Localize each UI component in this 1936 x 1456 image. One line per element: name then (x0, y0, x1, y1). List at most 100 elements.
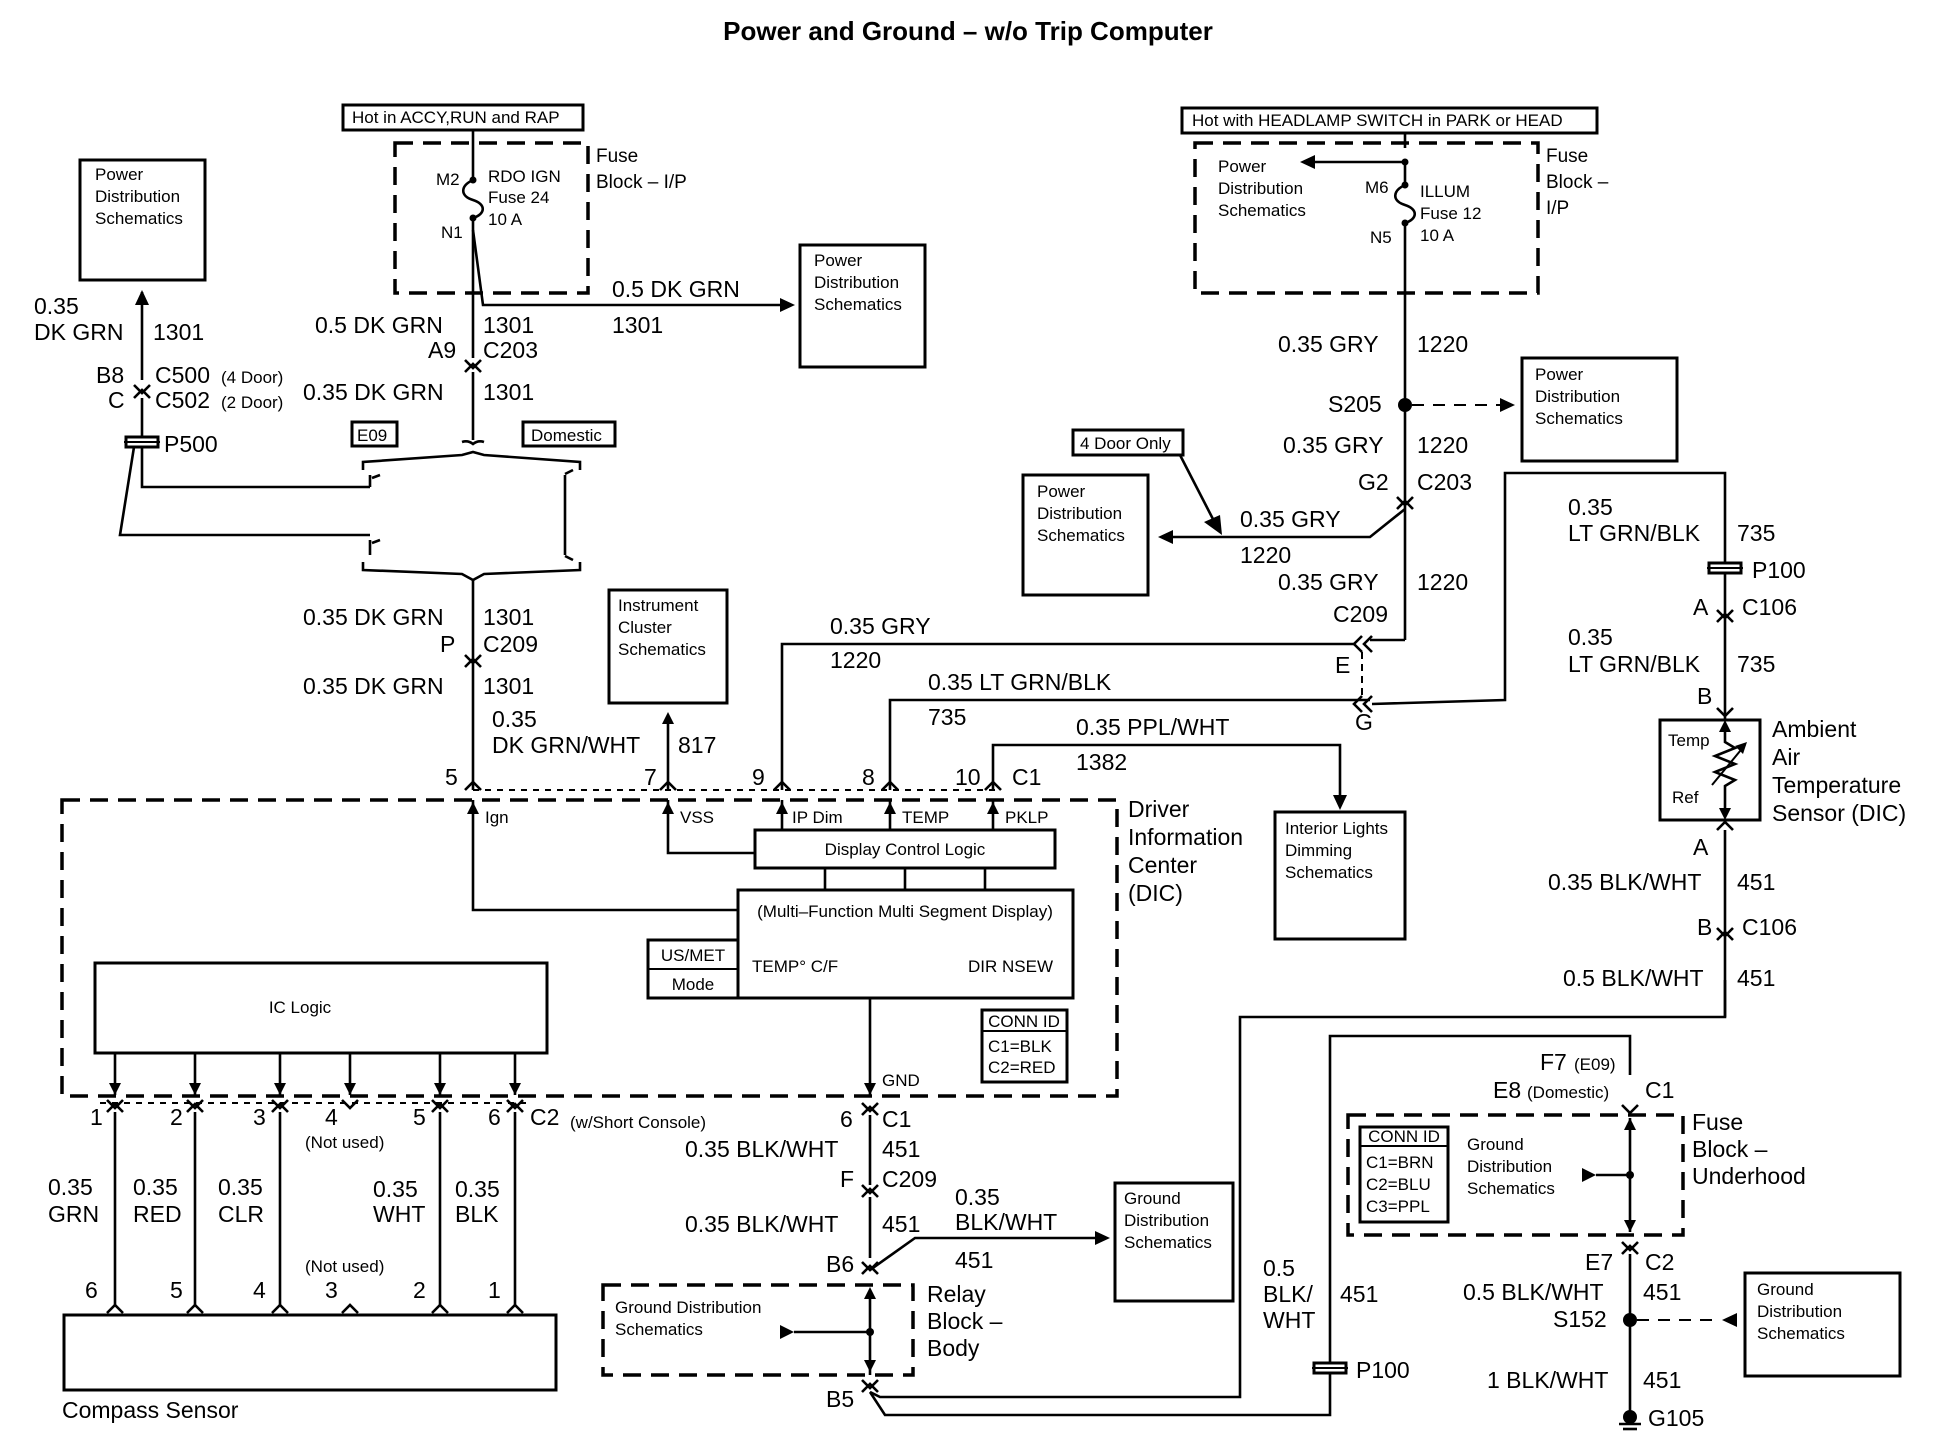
svg-text:Interior Lights: Interior Lights (1285, 819, 1388, 838)
svg-text:Distribution: Distribution (814, 273, 899, 292)
svg-text:A: A (1693, 594, 1709, 620)
svg-text:Power: Power (1218, 157, 1267, 176)
svg-text:B: B (1697, 914, 1712, 940)
svg-text:(Not used): (Not used) (305, 1133, 384, 1152)
svg-text:Ground: Ground (1467, 1135, 1524, 1154)
svg-text:B6: B6 (826, 1251, 854, 1277)
svg-text:S152: S152 (1553, 1306, 1607, 1332)
ambient-air-temp-sensor (1658, 718, 1762, 822)
svg-text:Ground Distribution: Ground Distribution (615, 1298, 761, 1317)
svg-text:1301: 1301 (483, 379, 534, 405)
svg-text:0.35: 0.35 (218, 1174, 263, 1200)
svg-text:(Domestic): (Domestic) (1527, 1083, 1609, 1102)
svg-text:C2: C2 (530, 1104, 559, 1130)
fuse-block-ip-right (1193, 141, 1540, 295)
svg-text:Power: Power (814, 251, 863, 270)
svg-text:Cluster: Cluster (618, 618, 672, 637)
svg-text:4: 4 (325, 1104, 338, 1130)
svg-text:(4 Door): (4 Door) (221, 368, 283, 387)
svg-text:BLK/: BLK/ (1263, 1281, 1313, 1307)
svg-text:Distribution: Distribution (1218, 179, 1303, 198)
svg-text:Schematics: Schematics (1218, 201, 1306, 220)
svg-text:Distribution: Distribution (95, 187, 180, 206)
svg-text:0.35: 0.35 (133, 1174, 178, 1200)
svg-text:451: 451 (1737, 869, 1775, 895)
power-dist-box-center: Power Distribution Schematics (1021, 473, 1150, 597)
svg-text:C209: C209 (882, 1166, 937, 1192)
svg-text:C209: C209 (1333, 601, 1388, 627)
svg-text:0.35 GRY: 0.35 GRY (830, 613, 931, 639)
p100-connector-bottom (1312, 1361, 1348, 1375)
svg-text:0.5 DK GRN: 0.5 DK GRN (612, 276, 740, 302)
svg-text:1301: 1301 (483, 312, 534, 338)
svg-text:WHT: WHT (373, 1201, 425, 1227)
svg-text:0.35 GRY: 0.35 GRY (1278, 331, 1379, 357)
svg-text:Dimming: Dimming (1285, 841, 1352, 860)
svg-text:Power: Power (1535, 365, 1584, 384)
svg-text:LT GRN/BLK: LT GRN/BLK (1568, 520, 1701, 546)
svg-text:GRN: GRN (48, 1201, 99, 1227)
svg-text:Fuse 24: Fuse 24 (488, 188, 549, 207)
svg-text:0.35: 0.35 (34, 293, 79, 319)
svg-text:Ref: Ref (1672, 788, 1699, 807)
svg-text:451: 451 (1737, 965, 1775, 991)
svg-text:0.35 GRY: 0.35 GRY (1278, 569, 1379, 595)
ground-dist-box-center: Ground Distribution Schematics (1113, 1181, 1235, 1303)
thermistor-icon (1711, 732, 1739, 810)
svg-text:E7: E7 (1585, 1249, 1613, 1275)
svg-text:TEMP° C/F: TEMP° C/F (752, 957, 838, 976)
svg-text:Display Control Logic: Display Control Logic (825, 840, 986, 859)
svg-text:0.35 BLK/WHT: 0.35 BLK/WHT (1548, 869, 1701, 895)
svg-text:451: 451 (1340, 1281, 1378, 1307)
svg-text:0.35 LT GRN/BLK: 0.35 LT GRN/BLK (928, 669, 1112, 695)
svg-text:C3=PPL: C3=PPL (1366, 1197, 1430, 1216)
svg-text:Schematics: Schematics (615, 1320, 703, 1339)
svg-text:Temperature: Temperature (1772, 772, 1901, 798)
svg-text:0.35 DK GRN: 0.35 DK GRN (303, 673, 444, 699)
svg-text:C106: C106 (1742, 594, 1797, 620)
svg-text:1301: 1301 (483, 673, 534, 699)
svg-text:Distribution: Distribution (1757, 1302, 1842, 1321)
svg-text:0.35 DK GRN: 0.35 DK GRN (303, 379, 444, 405)
svg-text:(DIC): (DIC) (1128, 880, 1183, 906)
svg-text:B: B (1697, 683, 1712, 709)
svg-text:10: 10 (955, 764, 981, 790)
svg-text:C203: C203 (1417, 469, 1472, 495)
power-dist-box-top-mid: Power Distribution Schematics (798, 243, 927, 369)
svg-text:1382: 1382 (1076, 749, 1127, 775)
svg-text:0.35 DK GRN: 0.35 DK GRN (303, 604, 444, 630)
svg-text:G2: G2 (1358, 469, 1389, 495)
svg-text:E: E (1335, 652, 1350, 678)
svg-text:1220: 1220 (830, 647, 881, 673)
fuse-block-underhood (1346, 1113, 1685, 1237)
svg-text:Driver: Driver (1128, 796, 1190, 822)
svg-text:Fuse 12: Fuse 12 (1420, 204, 1481, 223)
power-dist-box-right: Power Distribution Schematics (1520, 356, 1679, 463)
svg-text:1301: 1301 (483, 604, 534, 630)
svg-text:Distribution: Distribution (1037, 504, 1122, 523)
svg-text:3: 3 (253, 1104, 266, 1130)
svg-text:Distribution: Distribution (1124, 1211, 1209, 1230)
arrow-right-icon (780, 298, 795, 312)
option-e09: E09 (357, 426, 387, 445)
svg-text:C106: C106 (1742, 914, 1797, 940)
svg-text:5: 5 (170, 1277, 183, 1303)
svg-text:451: 451 (955, 1247, 993, 1273)
svg-text:0.35: 0.35 (955, 1184, 1000, 1210)
s152-splice (1623, 1313, 1637, 1327)
fuse-block-ip-left (393, 141, 590, 295)
svg-text:F: F (840, 1166, 854, 1192)
svg-text:3: 3 (325, 1277, 338, 1303)
svg-text:RED: RED (133, 1201, 182, 1227)
svg-text:B5: B5 (826, 1386, 854, 1412)
svg-text:PKLP: PKLP (1005, 808, 1048, 827)
p100-connector-top (1707, 561, 1743, 575)
svg-text:C500: C500 (155, 362, 210, 388)
compass-sensor (62, 1313, 558, 1392)
svg-text:Sensor (DIC): Sensor (DIC) (1772, 800, 1906, 826)
svg-text:0.5: 0.5 (1263, 1255, 1295, 1281)
svg-text:N5: N5 (1370, 228, 1392, 247)
svg-text:0.5 BLK/WHT: 0.5 BLK/WHT (1563, 965, 1704, 991)
svg-text:Fuse: Fuse (1692, 1109, 1743, 1135)
